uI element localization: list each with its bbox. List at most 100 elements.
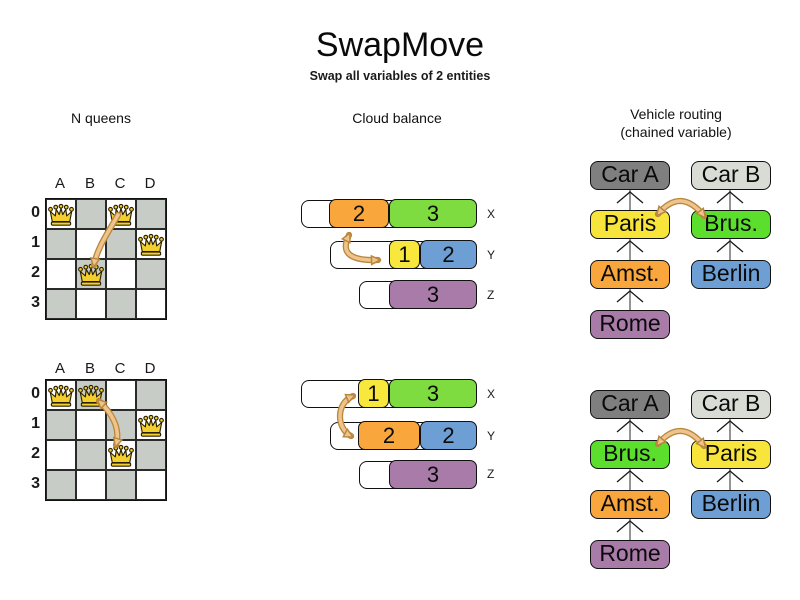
board-cell [136,199,166,229]
vehicle-node: Car A [590,161,670,190]
board-label: 1 [31,415,40,432]
queen-icon [107,444,135,468]
board-cell [106,259,136,289]
board-label: A [54,175,65,192]
chain-arrowhead-icon [616,191,644,204]
chain-arrowhead-icon [616,520,644,533]
board-cell [46,289,76,319]
chain-arrowhead-icon [716,191,744,204]
board-cell [76,199,106,229]
process-block: 1 [389,240,420,270]
vehicle-node: Car B [691,390,771,419]
board-cell [46,199,76,229]
board-label: B [84,360,95,377]
chain-arrowhead-icon [716,240,744,253]
computer-label-x: X [487,207,496,221]
board-label: D [144,175,156,192]
board-cell [106,289,136,319]
computer-label-z: Z [487,467,495,481]
vehicle-node: Berlin [691,490,771,519]
chain-connectors [616,190,744,540]
queen-icon [107,203,135,227]
vehicle-node: Brus. [691,210,771,239]
computer-row-y-before: 1 2 [330,240,477,270]
board-cell [136,410,166,440]
computer-row-x-after: 1 3 [301,379,477,409]
page-subtitle: Swap all variables of 2 entities [309,69,491,83]
computer-row-y-after: 2 2 [330,421,477,451]
board-cell [76,289,106,319]
board-cell [136,470,166,500]
process-block: 2 [358,421,420,451]
board-cell [76,440,106,470]
board-label: B [84,175,95,192]
board-cell [106,229,136,259]
queen-icon [47,384,75,408]
board-cell [46,440,76,470]
board-cell [76,229,106,259]
board-cell [46,410,76,440]
chessboard-after [45,379,167,501]
board-label: C [114,175,126,192]
board-cell [106,470,136,500]
header-vehicle-routing: Vehicle routing (chained variable) [596,105,756,141]
board-cell [136,259,166,289]
process-block: 3 [389,379,477,409]
board-label: D [144,360,156,377]
computer-row-z-before: 3 [359,280,477,310]
chain-arrowhead-icon [616,420,644,433]
computer-row-z-after: 3 [359,460,477,490]
board-before-col-labels: A B C D [45,175,165,192]
process-block: 1 [358,379,389,409]
board-label: 1 [31,234,40,251]
queen-icon [137,414,165,438]
chain-arrowhead-icon [616,470,644,483]
computer-label-y: Y [487,429,496,443]
board-label: A [54,360,65,377]
board-cell [46,380,76,410]
board-cell [76,410,106,440]
computer-label-x: X [487,387,496,401]
computer-label-y: Y [487,248,496,262]
board-label: 2 [31,264,40,281]
process-block: 3 [389,199,477,229]
vehicle-node: Amst. [590,260,670,289]
chain-arrowhead-icon [616,290,644,303]
vehicle-node: Car A [590,390,670,419]
board-label: 0 [31,385,40,402]
board-cell [136,440,166,470]
board-cell [106,380,136,410]
board-cell [136,229,166,259]
process-block: 3 [389,460,477,490]
vehicle-node: Rome [590,540,670,569]
page-title: SwapMove [315,26,485,64]
queen-icon [47,203,75,227]
process-block: 3 [389,280,477,310]
board-label: C [114,360,126,377]
vehicle-node: Amst. [590,490,670,519]
header-nqueens: N queens [71,110,131,126]
vehicle-node: Car B [691,161,771,190]
board-cell [46,259,76,289]
chain-arrowhead-icon [616,240,644,253]
header-cloud-balance: Cloud balance [352,110,442,126]
board-cell [46,229,76,259]
chain-arrowhead-icon [716,470,744,483]
board-cell [136,289,166,319]
board-label: 0 [31,204,40,221]
vehicle-node: Paris [691,440,771,469]
chain-arrowhead-icon [716,420,744,433]
board-cell [46,470,76,500]
process-block: 2 [420,421,477,451]
queen-icon [137,233,165,257]
vehicle-node: Brus. [590,440,670,469]
vehicle-node: Paris [590,210,670,239]
queen-icon [77,263,105,287]
board-cell [76,470,106,500]
board-after-col-labels: A B C D [45,360,165,377]
header-vehicle-line1: Vehicle routing [630,106,722,122]
queen-icon [77,384,105,408]
